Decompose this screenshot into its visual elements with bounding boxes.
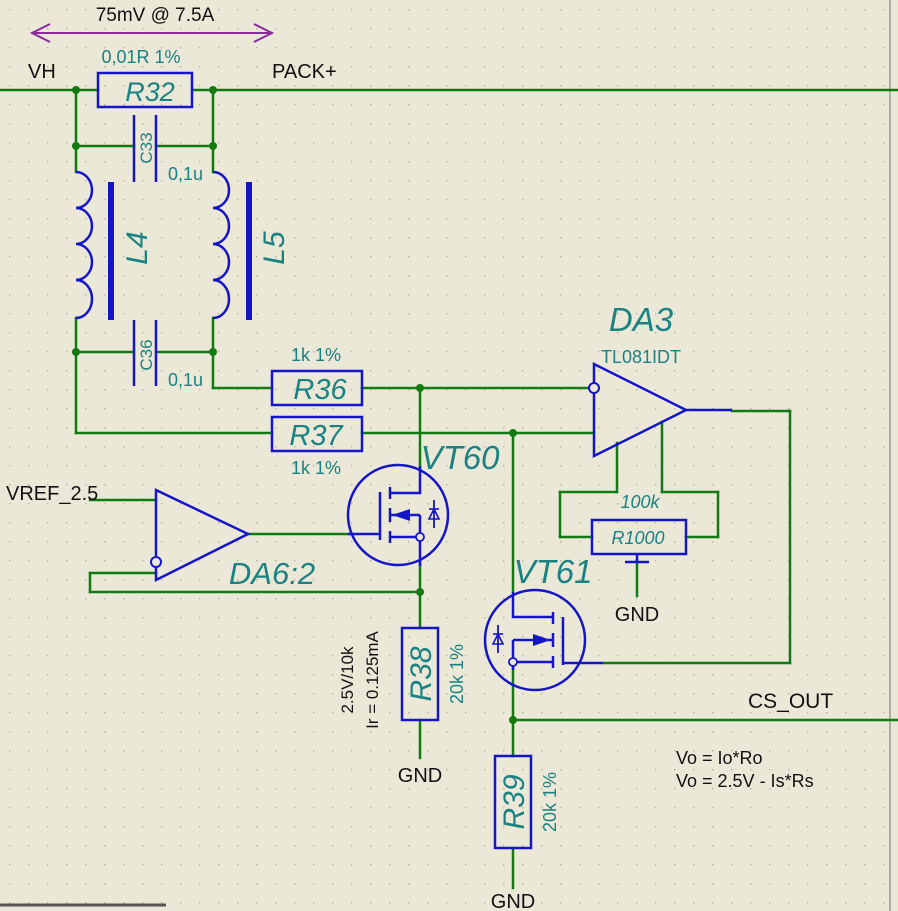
r1000-body — [590, 518, 688, 556]
l5-inductor[interactable]: L5 — [212, 170, 291, 320]
r32-value: 0,01R 1% — [101, 47, 180, 67]
vt61-ref: VT61 — [514, 553, 593, 590]
r38-resistor[interactable]: R38 20k 1% — [400, 626, 467, 722]
r1000-ref: R1000 — [611, 528, 664, 548]
c36-capacitor[interactable]: C36 0,1u — [132, 320, 203, 390]
dimension-arrow — [29, 23, 275, 43]
da3-body — [592, 361, 689, 459]
r39-body — [493, 754, 533, 850]
formula-line-1: Vo = Io*Ro — [676, 748, 763, 768]
c36-ref: C36 — [137, 339, 156, 370]
r37-value: 1k 1% — [291, 458, 341, 478]
r38-value: 20k 1% — [447, 644, 467, 704]
da6-inverting-input — [150, 556, 162, 568]
l5-coil — [212, 170, 231, 320]
r32-body — [96, 71, 194, 109]
r38-ref: R38 — [405, 646, 438, 701]
r36-body — [270, 369, 364, 407]
r1000-trim-resistor[interactable]: R1000 100k — [590, 492, 688, 564]
l4-ref: L4 — [121, 231, 154, 264]
l5-ref: L5 — [258, 231, 291, 265]
c33-ref: C33 — [137, 132, 156, 163]
r38-body — [400, 626, 440, 722]
da3-opamp[interactable]: DA3 TL081IDT — [588, 301, 732, 459]
r39-resistor[interactable]: R39 20k 1% — [493, 754, 560, 850]
gnd-label-r38[interactable]: GND — [398, 765, 442, 787]
r38-note-line2: Ir = 0.125mA — [363, 630, 382, 728]
gnd-label-r1000[interactable]: GND — [615, 604, 659, 626]
junctions — [72, 86, 517, 724]
r36-ref: R36 — [293, 374, 347, 406]
c33-value: 0,1u — [168, 164, 203, 184]
r37-resistor[interactable]: R37 1k 1% — [270, 415, 364, 478]
da6-opamp[interactable]: DA6:2 — [150, 488, 315, 591]
formula-line-2: Vo = 2.5V - Is*Rs — [676, 771, 814, 791]
da3-inverting-input — [588, 382, 600, 394]
r39-ref: R39 — [498, 774, 531, 829]
r39-value: 20k 1% — [540, 772, 560, 832]
r36-resistor[interactable]: R36 1k 1% — [270, 345, 364, 407]
wires — [0, 88, 898, 890]
vt61-mosfet[interactable]: VT61 — [483, 553, 603, 692]
l4-coil — [75, 170, 94, 320]
r38-note-line1: 2.5V/10k — [338, 646, 357, 714]
net-label-vref[interactable]: VREF_2.5 — [6, 483, 98, 505]
vt60-mosfet[interactable]: VT60 — [346, 439, 501, 567]
da3-ref: DA3 — [609, 301, 674, 338]
r37-ref: R37 — [289, 420, 344, 452]
r36-value: 1k 1% — [291, 345, 341, 365]
vt60-body — [346, 463, 450, 567]
r32-shunt-resistor[interactable]: R32 0,01R 1% — [96, 47, 194, 109]
gnd-label-r39[interactable]: GND — [491, 891, 535, 911]
c33-capacitor[interactable]: C33 0,1u — [132, 115, 203, 184]
net-label-vh[interactable]: VH — [28, 61, 56, 83]
da6-body — [154, 488, 251, 583]
vt61-body — [483, 588, 587, 692]
dimension-label: 75mV @ 7.5A — [96, 5, 215, 26]
net-label-cs-out[interactable]: CS_OUT — [748, 690, 833, 713]
r1000-value: 100k — [620, 492, 660, 512]
r37-body — [270, 415, 364, 453]
l4-inductor[interactable]: L4 — [75, 170, 154, 320]
net-label-pack-plus[interactable]: PACK+ — [272, 61, 337, 83]
da3-part: TL081IDT — [601, 347, 681, 367]
r32-ref: R32 — [125, 77, 175, 107]
vt60-ref: VT60 — [421, 439, 501, 476]
da6-ref: DA6:2 — [229, 556, 315, 591]
c36-value: 0,1u — [168, 370, 203, 390]
